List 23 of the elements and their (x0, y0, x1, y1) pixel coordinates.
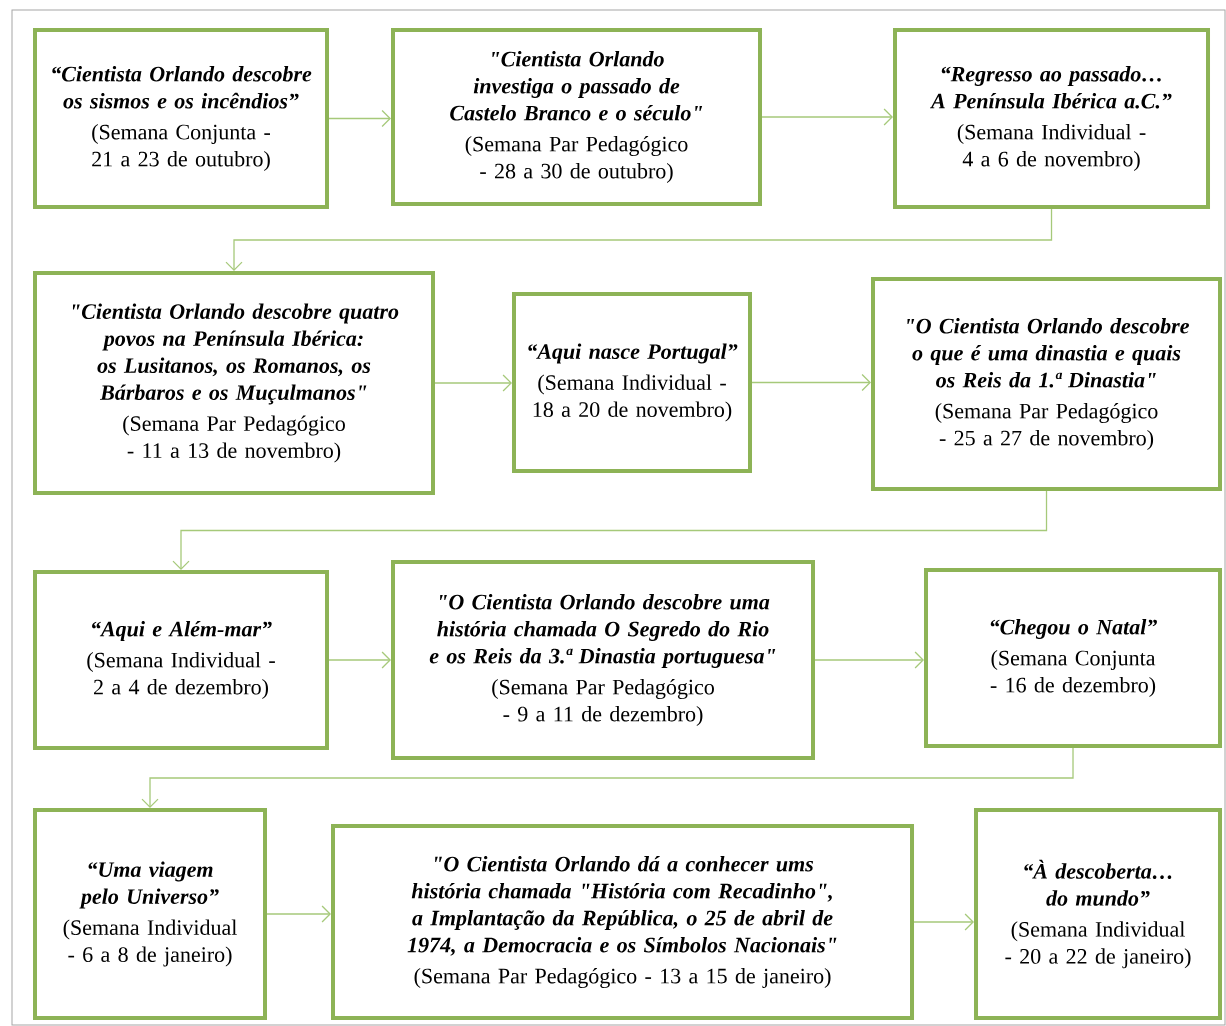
event-box: “Aqui nasce Portugal” (Semana Individual - 18 a 20 de novembro) (512, 292, 752, 473)
event-box: “Regresso ao passado… A Península Ibérica a.C.” (Semana Individual - 4 a 6 de novembro) (893, 28, 1210, 209)
event-box: “À descoberta… do mundo” (Semana Individual - 20 a 22 de janeiro) (974, 808, 1222, 1020)
arrow (141, 747, 1074, 808)
event-box: "O Cientista Orlando dá a conhecer ums história chamada "História com Recadinho", a Implantação da República, o 25 de abril de 1974, a Democracia e os Símbolos Nacionais" (Semana Par Pedagógico - 13 a 15 de janeiro) (331, 824, 914, 1020)
arrow (266, 905, 331, 923)
event-box: “Chegou o Natal” (Semana Conjunta - 16 de dezembro) (924, 568, 1222, 748)
event-box: “Cientista Orlando descobre os sismos e os incêndios” (Semana Conjunta - 21 a 23 de outubro) (33, 28, 329, 209)
arrow (913, 913, 974, 931)
event-box: "O Cientista Orlando descobre o que é uma dinastia e quais os Reis da 1.ª Dinastia" (Semana Par Pedagógico - 25 a 27 de novembro) (871, 277, 1222, 491)
arrow (751, 373, 871, 392)
arrow (225, 208, 1053, 271)
arrow (814, 651, 924, 669)
event-box: "Cientista Orlando descobre quatro povos na Península Ibérica: os Lusitanos, os Romanos, os Bárbaros e os Muçulmanos" (Semana Par Pedagógico - 11 a 13 de novembro) (33, 271, 435, 495)
arrow (434, 374, 512, 392)
event-box: "Cientista Orlando investiga o passado de Castelo Branco e o século" (Semana Par Pedagógico - 28 a 30 de outubro) (391, 28, 762, 206)
event-box: “Uma viagem pelo Universo” (Semana Individual - 6 a 8 de janeiro) (33, 808, 267, 1020)
arrow (761, 108, 893, 126)
arrow (172, 490, 1048, 570)
arrow (328, 109, 391, 128)
arrow (328, 651, 391, 669)
event-box: “Aqui e Além-mar” (Semana Individual - 2 a 4 de dezembro) (33, 570, 329, 750)
event-box: "O Cientista Orlando descobre uma história chamada O Segredo do Rio e os Reis da 3.ª Dinastia portuguesa" (Semana Par Pedagógico - 9 a 11 de dezembro) (391, 560, 815, 760)
